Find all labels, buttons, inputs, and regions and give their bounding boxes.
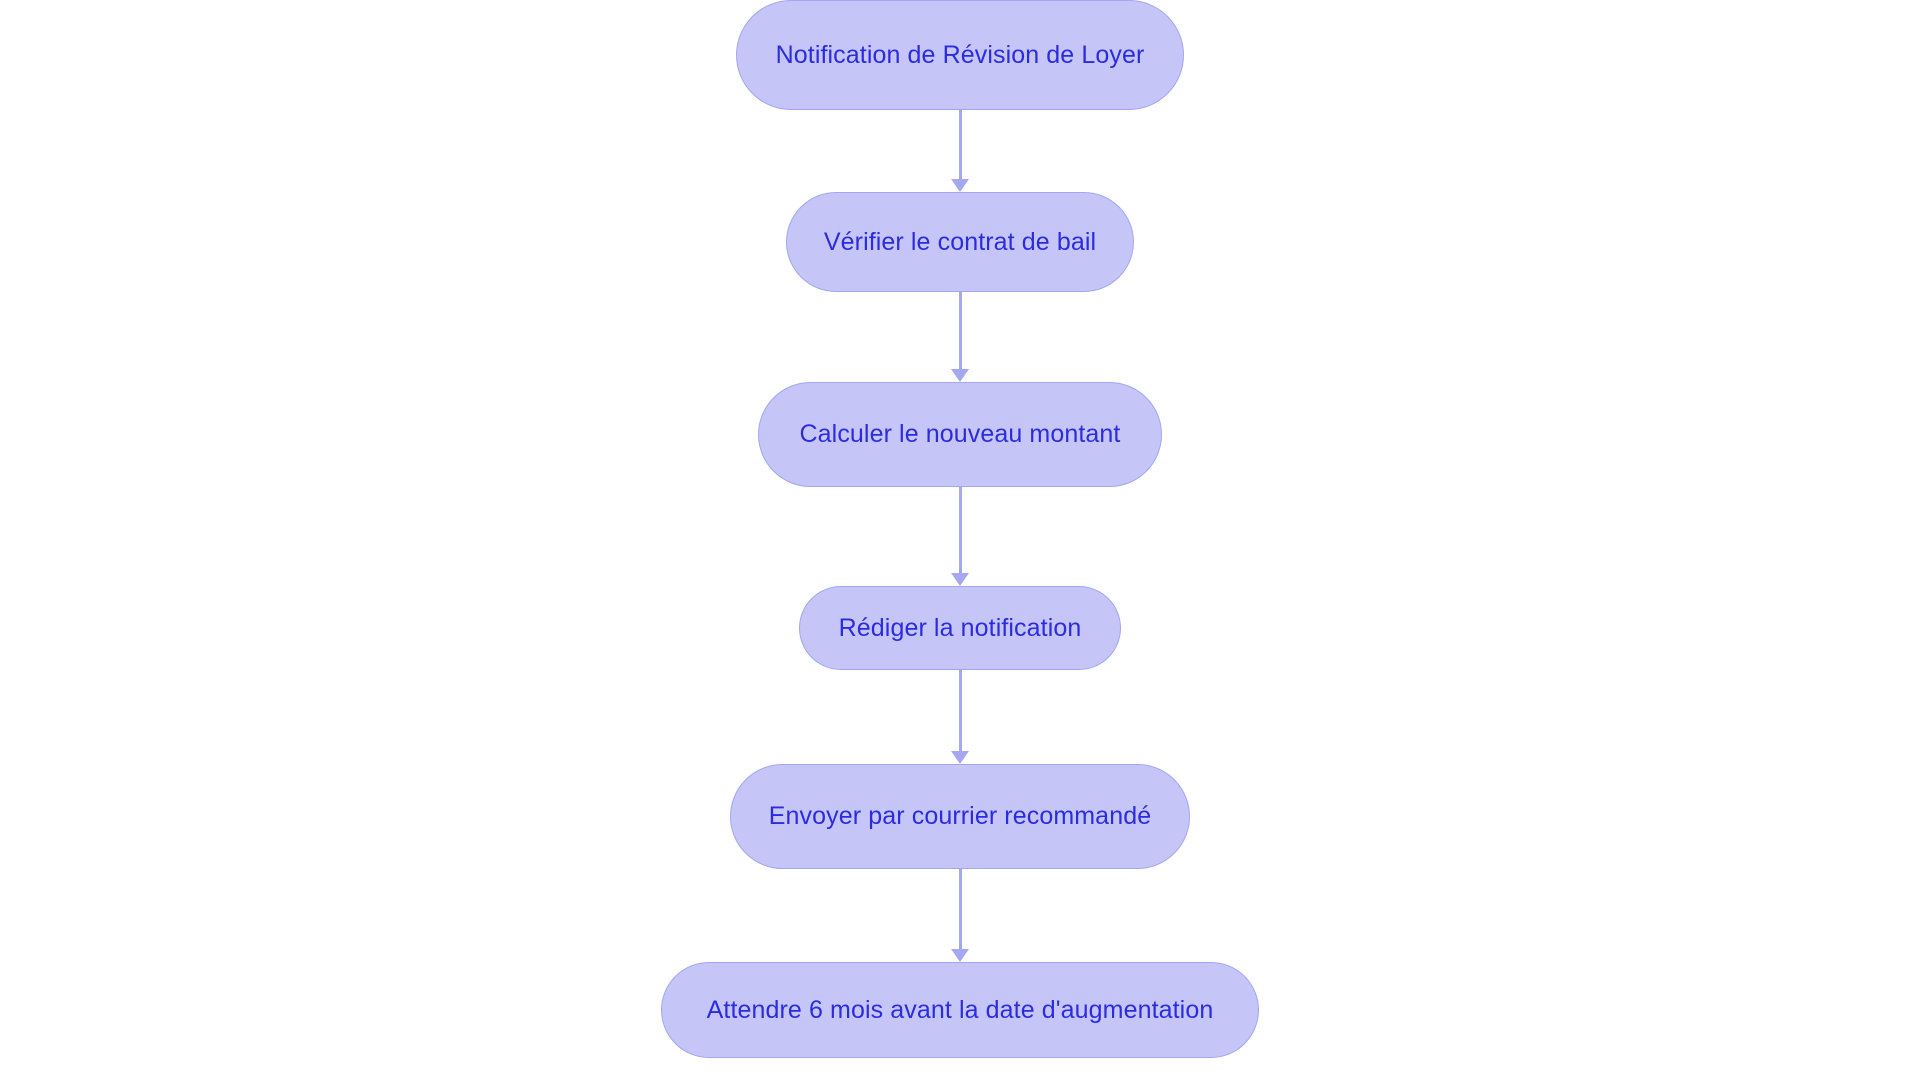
edge-line [958, 869, 962, 950]
flowchart-node-label: Notification de Révision de Loyer [775, 40, 1145, 69]
down-arrow-icon [951, 573, 969, 586]
edge-line [958, 670, 962, 752]
flowchart-node-n6[interactable]: Attendre 6 mois avant la date d'augmenta… [661, 962, 1259, 1058]
flowchart-edge-e5 [951, 869, 969, 962]
down-arrow-icon [951, 949, 969, 962]
down-arrow-icon [951, 179, 969, 192]
flowchart-edge-e4 [951, 670, 969, 764]
flowchart-node-n3[interactable]: Calculer le nouveau montant [758, 382, 1162, 487]
flowchart-edge-e1 [951, 110, 969, 192]
edge-line [958, 110, 962, 180]
flowchart-node-label: Attendre 6 mois avant la date d'augmenta… [706, 995, 1214, 1024]
flowchart-node-label: Vérifier le contrat de bail [823, 227, 1097, 256]
down-arrow-icon [951, 369, 969, 382]
flowchart-node-n1[interactable]: Notification de Révision de Loyer [736, 0, 1184, 110]
edge-line [958, 292, 962, 370]
down-arrow-icon [951, 751, 969, 764]
flowchart-node-n4[interactable]: Rédiger la notification [799, 586, 1121, 670]
flowchart-edge-e2 [951, 292, 969, 382]
flowchart-node-n2[interactable]: Vérifier le contrat de bail [786, 192, 1134, 292]
edge-line [958, 487, 962, 574]
flowchart-node-label: Rédiger la notification [838, 613, 1082, 642]
flowchart-edge-e3 [951, 487, 969, 586]
flowchart-node-n5[interactable]: Envoyer par courrier recommandé [730, 764, 1190, 869]
flowchart-node-label: Calculer le nouveau montant [799, 420, 1121, 448]
flowchart-node-label: Envoyer par courrier recommandé [768, 802, 1152, 830]
